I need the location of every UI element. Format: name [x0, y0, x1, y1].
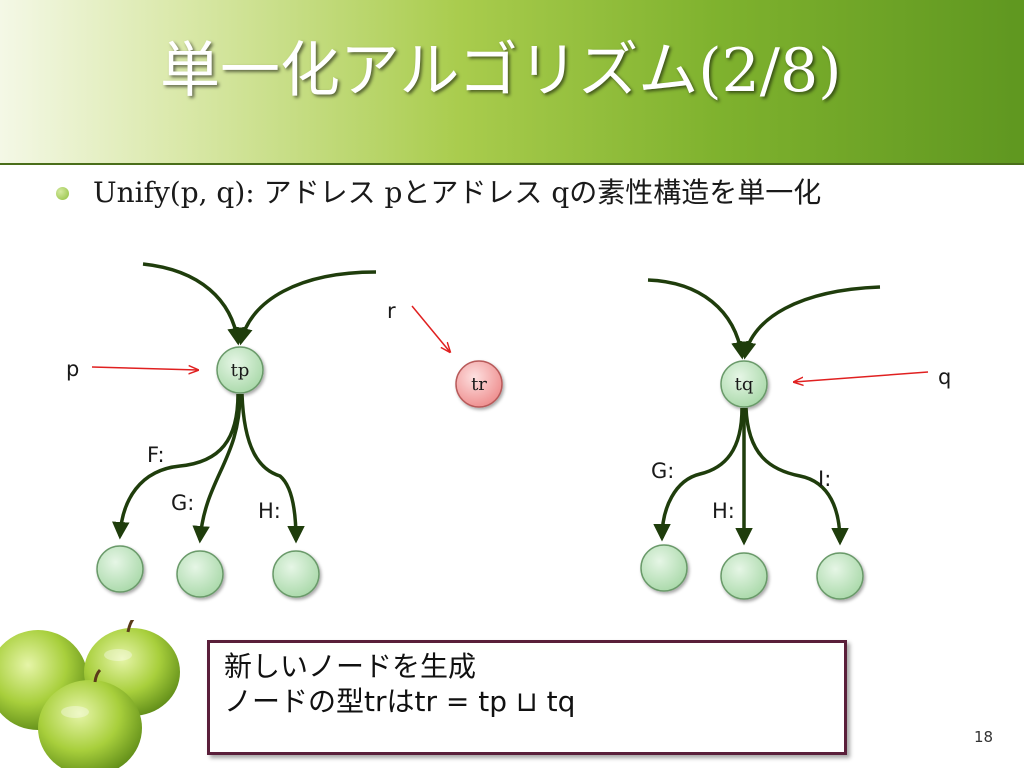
- node-tq: [720, 360, 768, 408]
- pointer-arrow-r: [411, 305, 450, 352]
- pointer-label-p: p: [66, 357, 79, 381]
- page-number: 18: [974, 728, 994, 746]
- callout-line-1: 新しいノードを生成: [224, 650, 477, 683]
- leaf-node: [176, 550, 224, 598]
- edge-label-H: H:: [712, 499, 735, 523]
- incoming-edge: [142, 262, 245, 346]
- leaf-node: [272, 550, 320, 598]
- node-tr: [455, 360, 503, 408]
- edge-label-G: G:: [651, 459, 674, 483]
- edge-G: [192, 393, 242, 544]
- edge-label-I: I:: [818, 467, 831, 491]
- bullet-text: Unify(p, q): アドレス pとアドレス qの素性構造を単一化: [93, 176, 822, 209]
- leaf-node: [640, 544, 688, 592]
- edge-label-F: F:: [147, 443, 165, 467]
- leaf-node: [96, 545, 144, 593]
- edge-G: [653, 407, 744, 542]
- edge-label-G: G:: [171, 491, 194, 515]
- incoming-edge: [235, 270, 377, 346]
- node-label-tq: tq: [735, 374, 754, 395]
- callout-box: 新しいノードを生成 ノードの型trはtr = tp ⊔ tq: [207, 640, 847, 755]
- node-label-tr: tr: [471, 374, 487, 395]
- title-banner: [0, 0, 1024, 165]
- edge-H: [240, 393, 305, 544]
- incoming-edge: [647, 278, 749, 360]
- callout-line-2: ノードの型trはtr = tp ⊔ tq: [224, 685, 576, 718]
- middle-graph: r tr: [387, 299, 503, 408]
- pointer-arrow-p: [91, 367, 198, 370]
- incoming-edge: [738, 285, 881, 360]
- pointer-label-r: r: [387, 299, 396, 323]
- left-graph: p tp F: G: H:: [66, 262, 377, 598]
- edge-I: [744, 407, 849, 546]
- leaf-node: [816, 552, 864, 600]
- right-graph: q tq G: H: I:: [640, 278, 951, 600]
- edge-label-H: H:: [258, 499, 281, 523]
- bullet-icon: [56, 187, 69, 200]
- slide-title: 単一化アルゴリズム(2/8): [160, 36, 842, 106]
- edge-F: [112, 393, 240, 540]
- pointer-arrow-q: [794, 371, 929, 382]
- pointer-label-q: q: [938, 365, 951, 389]
- leaf-node: [720, 552, 768, 600]
- node-tp: [216, 346, 264, 394]
- apples-image: [0, 620, 180, 768]
- node-label-tp: tp: [231, 360, 250, 381]
